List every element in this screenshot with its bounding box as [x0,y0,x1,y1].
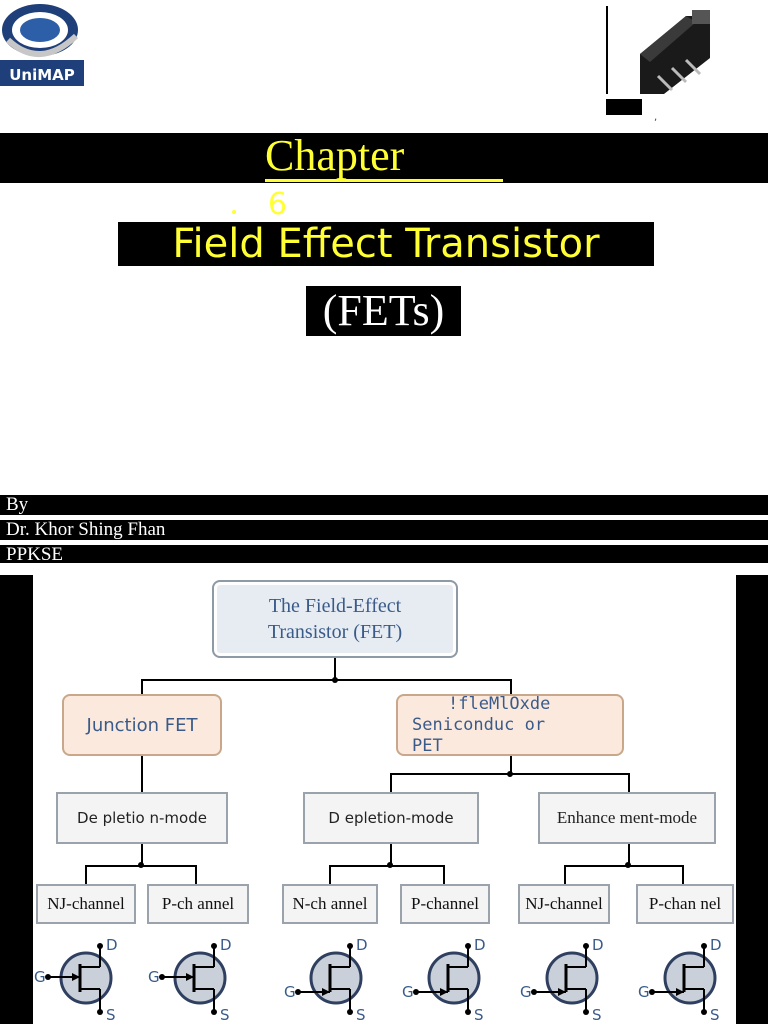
drain-label: D [592,936,604,954]
root-node-line2: Transistor (FET) [267,621,403,643]
author-name: Dr. Khor Shing Fhan [0,520,768,540]
drain-label: D [106,936,118,954]
drain-label: D [220,936,232,954]
transistor-package-icon [626,6,712,94]
source-label: S [220,1006,230,1020]
chapter-number: 6 [268,187,288,222]
fet-symbol-icon: D G S [34,936,124,1024]
author-by: By [0,495,768,515]
jfet-node: Junction FET [62,694,222,756]
author-dept: PPKSE [0,545,768,565]
mosfet-node-line1: !fleMlOxde [448,693,551,714]
gate-label: G [284,983,296,1001]
drain-label: D [356,936,368,954]
gate-label: G [638,983,650,1001]
drain-label: D [710,936,722,954]
root-node: The Field-Effect Transistor (FET) [212,580,458,658]
channel-node: P-ch annel [147,884,249,924]
fet-symbol-icon: D G S [284,936,374,1024]
channel-node: NJ-channel [36,884,136,924]
image-caption-box [606,99,642,115]
stray-mark: , [654,112,658,123]
fet-symbol-icon: D G S [520,936,610,1024]
source-label: S [106,1006,116,1020]
gate-label: G [148,968,160,986]
gate-label: G [34,968,46,986]
mosfet-node-line3: PET [412,735,443,756]
divider-line [606,6,608,94]
channel-node: N-ch annel [282,884,378,924]
slide-title: Field Effect Transistor [118,222,654,266]
svg-text:UniMAP: UniMAP [9,66,75,84]
root-node-line1: The Field-Effect [268,595,402,617]
chapter-label: Chapter [265,133,503,182]
gate-label: G [402,983,414,1001]
source-label: S [356,1006,366,1020]
drain-label: D [474,936,486,954]
mosfet-node: !fleMlOxde Seniconduc or PET [396,694,624,756]
mode-node-jfet-depletion: De pletio n-mode [56,792,228,844]
source-label: S [474,1006,484,1020]
decorative-dot [232,210,236,214]
fet-symbol-icon: D G S [402,936,492,1024]
channel-node: P-channel [400,884,490,924]
source-label: S [710,1006,720,1020]
fet-symbol-icon: D G S [638,936,728,1024]
unimap-logo: UniMAP [0,0,84,86]
gate-label: G [520,983,532,1001]
fet-symbol-icon: D G S [148,936,238,1024]
source-label: S [592,1006,602,1020]
slide-subtitle: (FETs) [306,286,461,336]
channel-node: P-chan nel [636,884,734,924]
channel-node: NJ-channel [518,884,610,924]
chapter-band [0,133,768,183]
mode-node-mos-enhancement: Enhance ment-mode [538,792,716,844]
mosfet-node-line2: Seniconduc or [412,714,546,735]
mode-node-mos-depletion: D epletion-mode [303,792,479,844]
